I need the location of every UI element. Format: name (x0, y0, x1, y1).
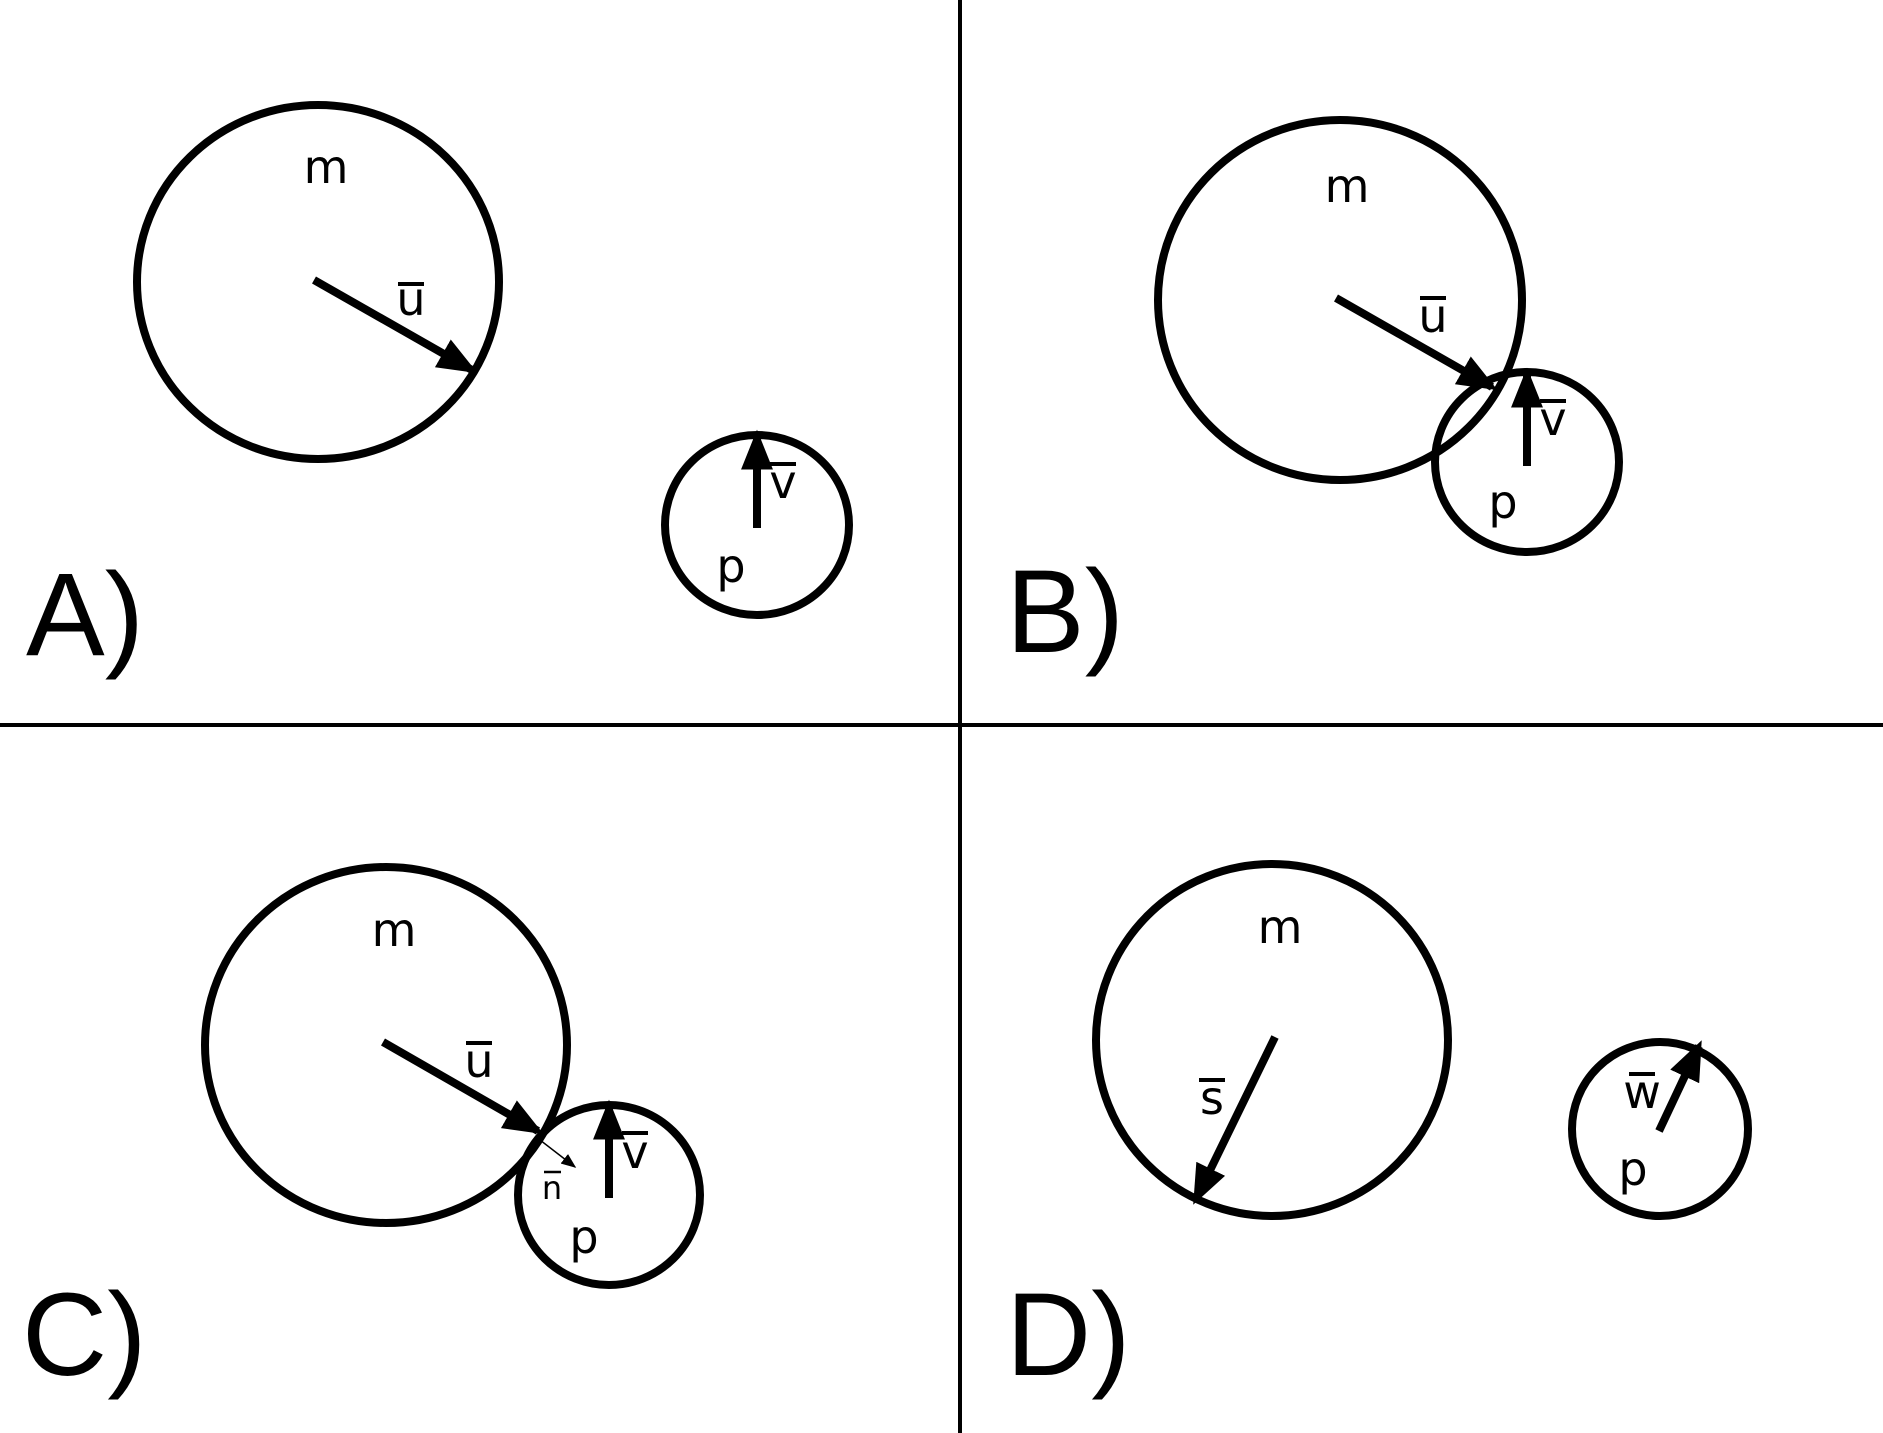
panel-b-label: B) (1006, 546, 1124, 678)
panel-b-vector-u-arrow (1334, 294, 1498, 391)
panel-b-mass-m-label: m (1325, 159, 1370, 213)
panel-c-vector-v-label: v (621, 1125, 648, 1179)
panel-a: m u v p A) (26, 101, 853, 681)
panel-c: m u v n p C) (22, 863, 704, 1401)
panel-a-particle-p-label: p (716, 539, 745, 593)
panel-a-vector-u-arrow (312, 276, 478, 374)
panel-d-particle-p-label: p (1618, 1142, 1647, 1196)
panel-b: m u v p B) (1006, 116, 1623, 678)
panel-c-particle-p-label: p (569, 1210, 598, 1264)
panel-d-vector-w-label: w (1623, 1065, 1661, 1119)
panel-d-vector-s-arrow (1192, 1035, 1279, 1205)
panel-a-label: A) (26, 549, 144, 681)
panel-b-mass-m-circle (1154, 116, 1526, 484)
panel-c-mass-m-label: m (372, 903, 417, 957)
panel-a-mass-m-label: m (304, 140, 349, 194)
panel-b-particle-p-label: p (1488, 475, 1517, 529)
panel-a-vector-v-label: v (769, 455, 796, 509)
panel-d-particle-p-circle (1568, 1038, 1752, 1220)
panel-d-vector-w-arrow (1655, 1040, 1703, 1133)
panel-a-mass-m-circle (133, 101, 503, 463)
panel-b-vector-v-label: v (1539, 392, 1566, 446)
panel-c-label: C) (22, 1269, 147, 1401)
panel-d-vector-s-label: s (1200, 1071, 1224, 1125)
panel-b-vector-u-label: u (1418, 289, 1447, 343)
panel-a-vector-u-label: u (396, 272, 425, 326)
panel-d-mass-m-circle (1092, 860, 1452, 1220)
panel-d-label: D) (1006, 1269, 1131, 1401)
panel-c-vector-u-label: u (464, 1034, 493, 1088)
panel-c-vector-n-label: n (542, 1169, 562, 1207)
panel-c-vector-u-arrow (381, 1038, 544, 1135)
panel-d: m s w p D) (1006, 860, 1752, 1401)
panel-c-vector-n-arrow (539, 1139, 577, 1168)
panel-c-mass-m-circle (201, 863, 571, 1227)
panel-d-mass-m-label: m (1258, 900, 1303, 954)
